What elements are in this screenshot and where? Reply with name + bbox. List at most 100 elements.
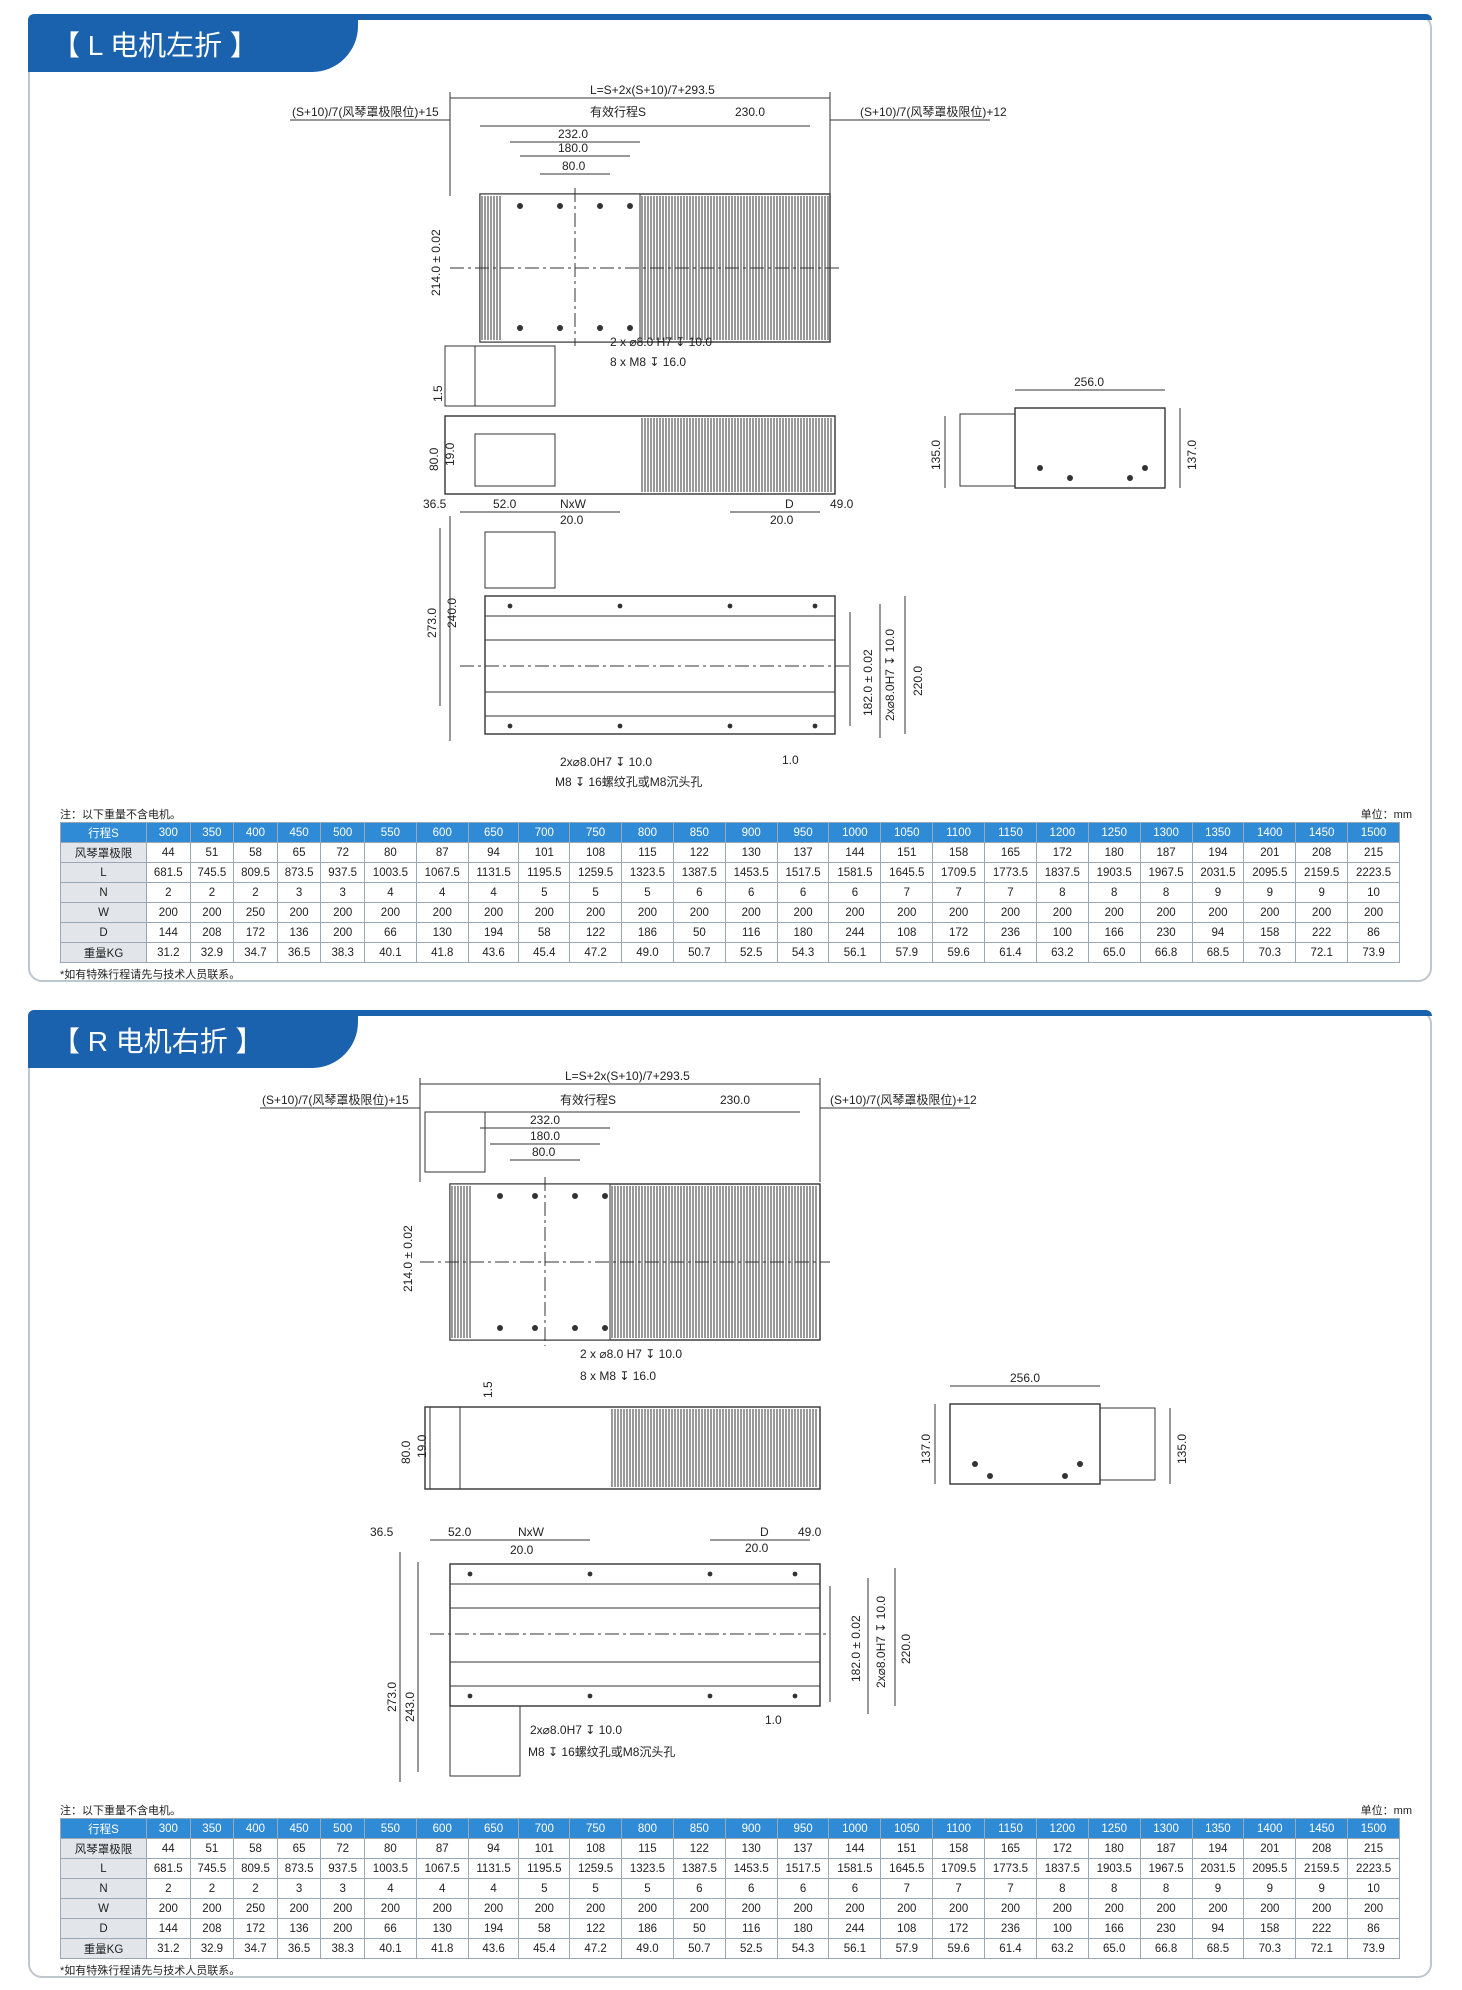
table-cell: 1450 [1295, 822, 1349, 843]
table-cell: 51 [189, 842, 235, 863]
table-cell: 187 [1139, 1838, 1193, 1859]
dim-137: 137.0 [1185, 440, 1199, 470]
table-cell: 200 [415, 1898, 469, 1919]
table-cell: 1709.5 [932, 862, 986, 883]
table-cell: 500 [320, 822, 365, 843]
dim-52: 52.0 [448, 1525, 472, 1539]
table-cell: 1250 [1087, 822, 1141, 843]
table-cell: 200 [467, 1898, 520, 1919]
table-cell: 194 [1191, 842, 1245, 863]
dim-hole-pin: 2 x ⌀8.0 H7 ↧ 10.0 [610, 335, 712, 349]
table-cell: 200 [146, 902, 191, 923]
table-cell: 200 [1139, 902, 1193, 923]
table-cell: 144 [146, 1918, 191, 1939]
table-cell: 86 [1347, 1918, 1400, 1939]
table-cell: 350 [189, 822, 235, 843]
dim-pin-side: 2x⌀8.0H7 ↧ 10.0 [874, 1596, 888, 1688]
table-cell: 61.4 [984, 1938, 1037, 1959]
table-cell: 3 [320, 882, 365, 903]
table-cell: 40.1 [363, 942, 417, 963]
table-cell: 6 [828, 882, 882, 903]
bellows-cover [611, 1409, 817, 1487]
table-cell: 1100 [932, 822, 986, 843]
table-cell: 122 [672, 842, 726, 863]
bellows-cover [641, 418, 832, 492]
table-cell: 1259.5 [569, 1858, 623, 1879]
table-cell: 1000 [828, 822, 882, 843]
dim-bellow-left: (S+10)/7(风琴罩极限位)+15 [262, 1092, 409, 1107]
table-cell: 200 [621, 902, 674, 923]
table-cell: 4 [415, 882, 469, 903]
table-cell: 41.8 [415, 1938, 469, 1959]
table-cell: 10 [1347, 1878, 1400, 1899]
table-cell: 1645.5 [880, 862, 934, 883]
dim-pin-bottom: 2x⌀8.0H7 ↧ 10.0 [530, 1723, 622, 1737]
table-cell: 937.5 [320, 1858, 365, 1879]
table-cell: 59.6 [932, 942, 986, 963]
table-cell: 108 [880, 922, 934, 943]
table-cell: 900 [724, 1818, 778, 1839]
table-cell: 94 [467, 1838, 520, 1859]
table-cell: 8 [1035, 882, 1089, 903]
dim-1-5: 1.5 [431, 385, 445, 402]
dim-214: 214.0 ± 0.02 [401, 1225, 415, 1292]
section-motor-left: 【 L 电机左折 】 [28, 14, 1432, 982]
table-cell: 108 [880, 1918, 934, 1939]
table-cell: 8 [1087, 882, 1141, 903]
table-cell: 681.5 [146, 1858, 191, 1879]
table-cell: 56.1 [828, 1938, 882, 1959]
table-cell: 50.7 [672, 942, 726, 963]
table-cell: 94 [467, 842, 520, 863]
table-cell: 200 [320, 1898, 365, 1919]
table-cell: 5 [621, 882, 674, 903]
table-cell: 1195.5 [518, 862, 571, 883]
table-cell: 230 [1139, 922, 1193, 943]
dim-stroke: 有效行程S [560, 1092, 616, 1107]
table-cell: 700 [518, 1818, 571, 1839]
table-cell: 200 [518, 1898, 571, 1919]
table-cell: 8 [1139, 882, 1193, 903]
table-cell: 1300 [1139, 822, 1193, 843]
table-cell: 7 [880, 882, 934, 903]
table-cell: 500 [320, 1818, 365, 1839]
table-cell: 87 [415, 842, 469, 863]
table-cell: 9 [1243, 882, 1297, 903]
table-cell: 1050 [880, 822, 934, 843]
table-cell: 2223.5 [1347, 1858, 1400, 1879]
table-cell: 44 [146, 842, 191, 863]
table-cell: 58 [518, 1918, 571, 1939]
dim-total-length: L=S+2x(S+10)/7+293.5 [590, 83, 715, 97]
table-cell: 550 [363, 1818, 417, 1839]
table-cell: 1050 [880, 1818, 934, 1839]
table-cell: 550 [363, 822, 417, 843]
table-cell: 63.2 [1035, 1938, 1089, 1959]
table-cell: 66 [363, 922, 417, 943]
table-cell: 9 [1295, 1878, 1349, 1899]
table-cell: 600 [415, 1818, 469, 1839]
table-cell: 36.5 [276, 1938, 322, 1959]
table-cell: 200 [880, 1898, 934, 1919]
table-cell: 850 [672, 822, 726, 843]
table-cell: 38.3 [320, 1938, 365, 1959]
dim-49: 49.0 [830, 497, 854, 511]
table-cell: 8 [1035, 1878, 1089, 1899]
dim-36-5: 36.5 [370, 1525, 394, 1539]
table-cell: 200 [276, 1898, 322, 1919]
table-cell: 194 [1191, 1838, 1245, 1859]
table-cell: 47.2 [569, 1938, 623, 1959]
table-cell: 186 [621, 922, 674, 943]
table-cell: 38.3 [320, 942, 365, 963]
row-label: 重量KG [60, 942, 147, 963]
table-cell: 208 [1295, 842, 1349, 863]
table-cell: 1709.5 [932, 1858, 986, 1879]
table-cell: 2 [146, 882, 191, 903]
table-cell: 65.0 [1087, 942, 1141, 963]
dim-80-0: 80.0 [427, 447, 441, 471]
dim-nxw: NxW [560, 497, 587, 511]
table-cell: 1453.5 [724, 1858, 778, 1879]
row-label: 风琴罩极限 [60, 1838, 147, 1859]
